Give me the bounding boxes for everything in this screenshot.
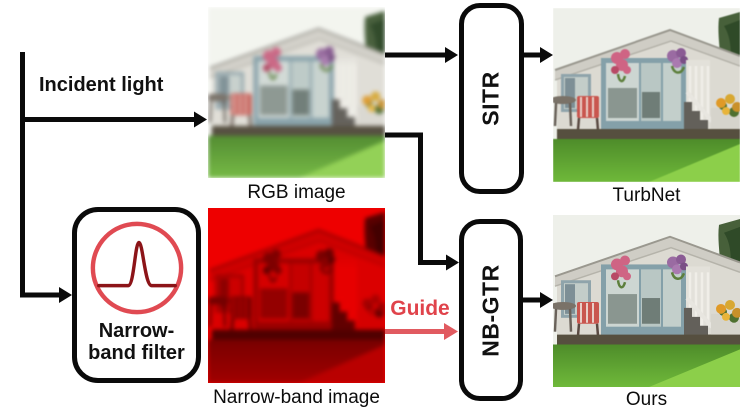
arrowhead-ours: [540, 292, 553, 308]
ours-caption: Ours: [625, 389, 668, 410]
narrow-band-filter-box: Narrow- band filter: [72, 207, 201, 383]
arrowhead-rgb: [194, 111, 207, 128]
turbnet-result-image: [553, 8, 740, 182]
guide-label: Guide: [390, 297, 450, 320]
rgb-image-caption: RGB image: [247, 182, 346, 203]
arrowhead-turbnet: [540, 47, 553, 63]
rgb-to-nbgtr-line: [385, 132, 446, 265]
narrow-band-filter-label: Narrow- band filter: [88, 320, 185, 364]
red-tint-overlay: [208, 208, 385, 383]
nbgtr-box-label: NB-GTR: [477, 263, 504, 357]
arrowhead-filter: [59, 287, 72, 303]
sitr-box: SITR: [459, 3, 524, 194]
sitr-box-label: SITR: [477, 71, 504, 126]
arrowhead-sitr-in: [445, 47, 458, 63]
arrowhead-nbgtr-in: [446, 254, 459, 271]
narrow-band-filter-icon: [90, 221, 183, 315]
filter-label-line1: Narrow-: [98, 320, 175, 342]
filter-label-line2: band filter: [88, 342, 185, 364]
narrow-band-image-caption: Narrow-band image: [213, 387, 380, 408]
turbnet-caption: TurbNet: [612, 185, 681, 206]
ours-result-image: [553, 215, 740, 387]
rgb-image: [208, 7, 385, 178]
narrow-band-image: [208, 208, 385, 383]
arrowhead-guide: [444, 323, 458, 340]
nbgtr-box: NB-GTR: [459, 219, 523, 401]
incident-light-label: Incident light: [39, 74, 164, 96]
